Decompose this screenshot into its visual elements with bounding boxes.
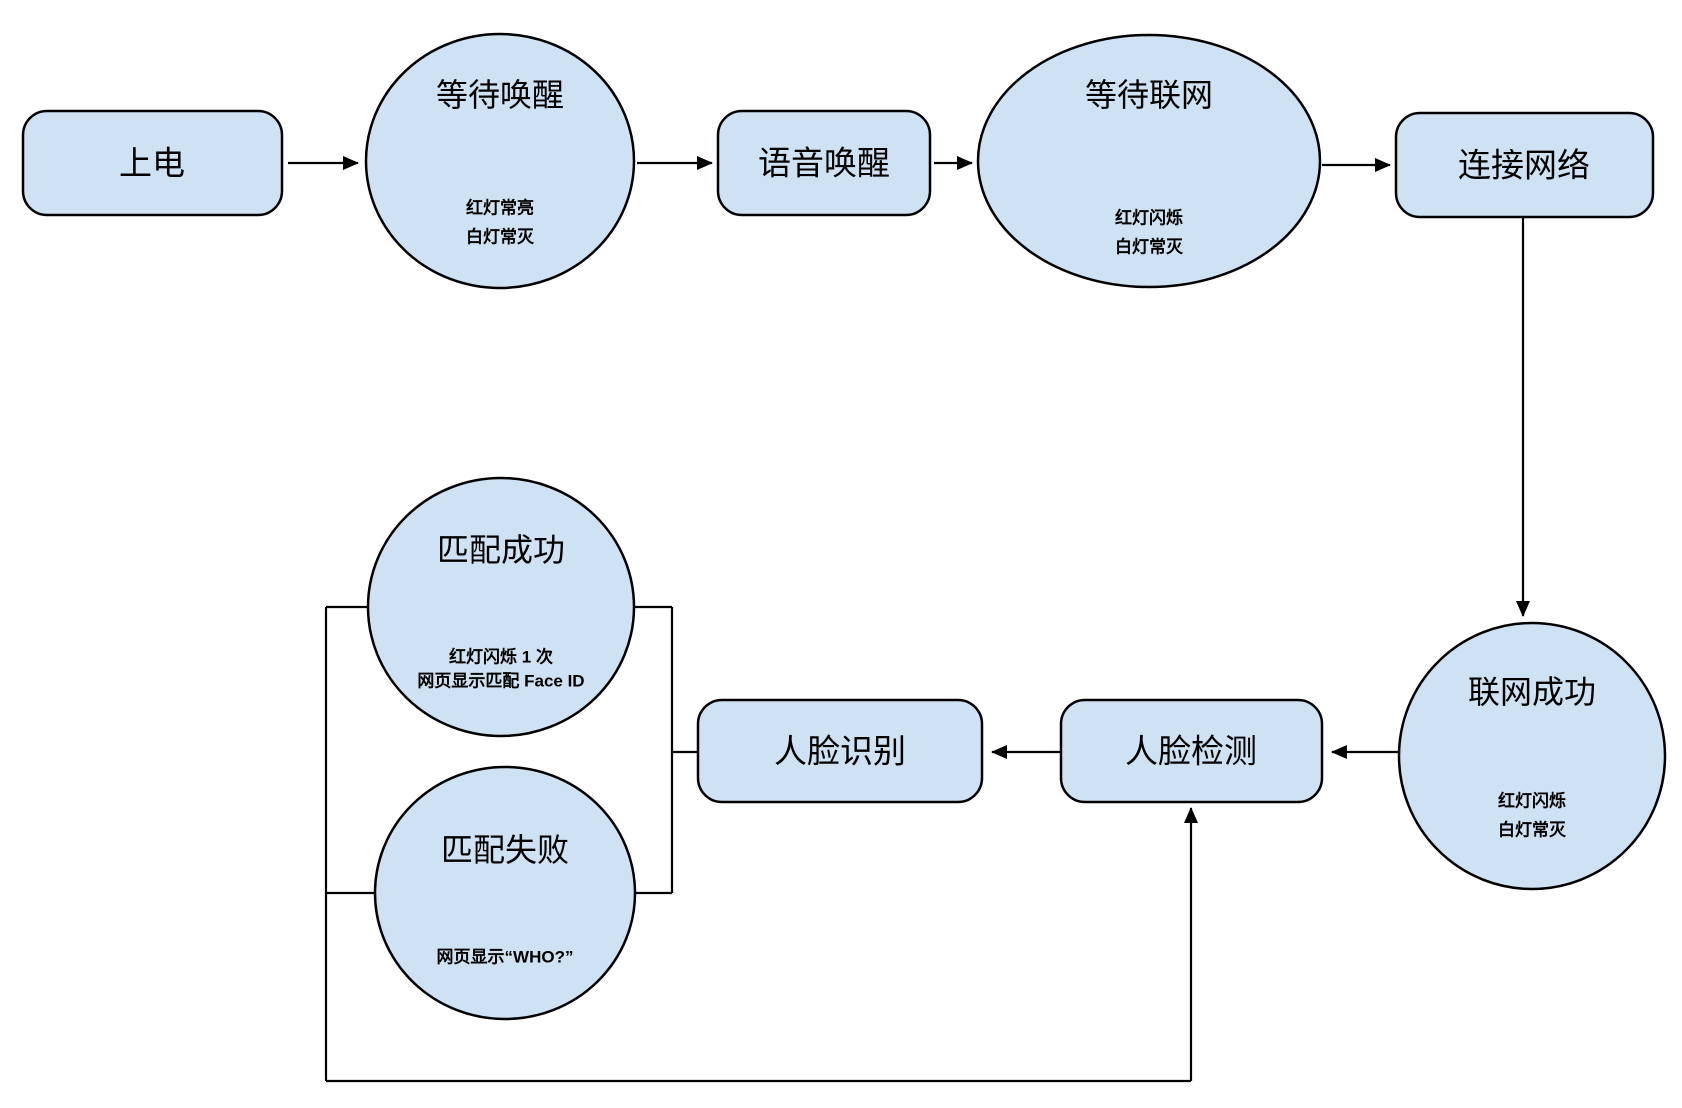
connect-network-label: 连接网络 bbox=[1458, 147, 1590, 184]
wait-wake-status-1: 红灯常亮 bbox=[466, 198, 534, 218]
match-fail-shape bbox=[373, 765, 637, 1021]
node-match-fail: 匹配失败 网页显示“WHO?” bbox=[373, 765, 637, 1021]
match-fail-title: 匹配失败 bbox=[441, 832, 569, 868]
network-success-status-2: 白灯常灭 bbox=[1498, 820, 1567, 840]
match-success-title: 匹配成功 bbox=[437, 532, 565, 568]
match-success-shape bbox=[366, 476, 636, 738]
voice-wake-label: 语音唤醒 bbox=[758, 145, 890, 182]
face-detect-shape bbox=[1059, 698, 1324, 804]
power-on-label: 上电 bbox=[119, 145, 185, 182]
node-connect-network: 连接网络 bbox=[1394, 111, 1655, 219]
wait-network-shape bbox=[976, 33, 1322, 289]
node-face-detect: 人脸检测 bbox=[1059, 698, 1324, 804]
wait-wake-shape bbox=[364, 32, 636, 290]
face-recognize-shape bbox=[696, 698, 984, 804]
wait-wake-status-2: 白灯常灭 bbox=[466, 227, 535, 247]
network-success-shape bbox=[1397, 621, 1667, 891]
node-power-on: 上电 bbox=[21, 109, 284, 217]
face-recognize-label: 人脸识别 bbox=[774, 733, 906, 770]
wait-network-title: 等待联网 bbox=[1085, 77, 1213, 113]
wait-wake-title: 等待唤醒 bbox=[436, 77, 564, 113]
node-face-recognize: 人脸识别 bbox=[696, 698, 984, 804]
network-success-title: 联网成功 bbox=[1468, 674, 1596, 710]
wait-network-status-2: 白灯常灭 bbox=[1115, 237, 1184, 257]
match-success-status-1: 红灯闪烁 1 次 bbox=[449, 647, 553, 667]
node-network-success: 联网成功 红灯闪烁 白灯常灭 bbox=[1397, 621, 1667, 891]
match-fail-status-1: 网页显示“WHO?” bbox=[437, 948, 574, 967]
wait-network-status-1: 红灯闪烁 bbox=[1115, 208, 1183, 228]
match-success-status-2: 网页显示匹配 Face ID bbox=[417, 672, 584, 691]
face-detect-label: 人脸检测 bbox=[1125, 733, 1257, 770]
connect-network-shape bbox=[1394, 111, 1655, 219]
node-wait-network: 等待联网 红灯闪烁 白灯常灭 bbox=[976, 33, 1322, 289]
voice-wake-shape bbox=[716, 109, 932, 217]
power-on-shape bbox=[21, 109, 284, 217]
node-match-success: 匹配成功 红灯闪烁 1 次 网页显示匹配 Face ID bbox=[366, 476, 636, 738]
network-success-status-1: 红灯闪烁 bbox=[1498, 791, 1566, 811]
node-wait-wake: 等待唤醒 红灯常亮 白灯常灭 bbox=[364, 32, 636, 290]
node-voice-wake: 语音唤醒 bbox=[716, 109, 932, 217]
